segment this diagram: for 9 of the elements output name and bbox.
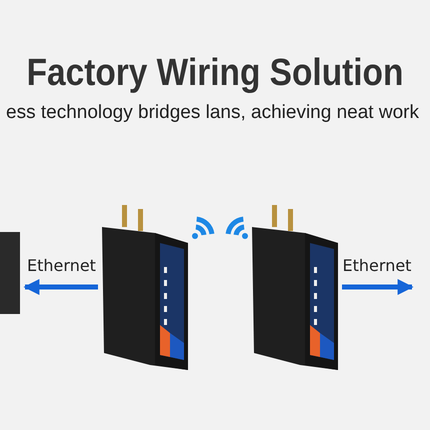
subtitle: ess technology bridges lans, achieving neat work: [6, 102, 419, 124]
arrow: [342, 279, 414, 295]
router-drawing: [250, 205, 340, 370]
router-drawing: [100, 205, 190, 370]
edge-label: Ethernet: [26, 256, 97, 275]
device-box: [0, 232, 20, 314]
arrow: [23, 279, 98, 295]
edge-label: Ethernet: [342, 256, 412, 275]
title: Factory Wiring Solution: [26, 52, 404, 95]
